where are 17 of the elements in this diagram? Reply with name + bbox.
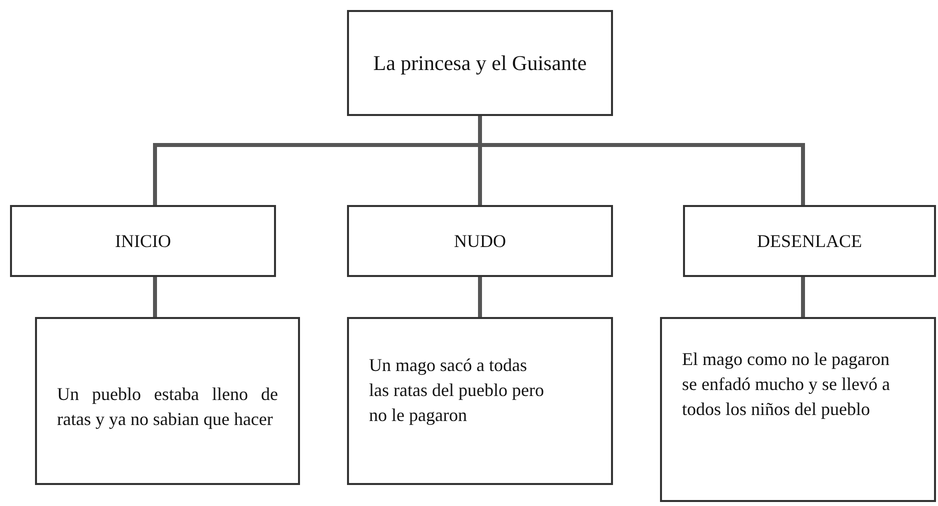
node-text: DESENLACE (757, 230, 862, 252)
connector-line (153, 277, 157, 317)
node-text: Un mago sacó a todas las ratas del pueblo pero no le pagaron (369, 354, 545, 428)
node-text: Un pueblo estaba lleno de ratas y ya no sabian que hacer (57, 383, 278, 432)
node-text: NUDO (454, 230, 506, 252)
description-box (660, 317, 936, 502)
description-box (35, 317, 300, 485)
section-box (683, 205, 936, 277)
title-box (347, 10, 613, 116)
connector-line (801, 277, 805, 317)
node-text: El mago como no le pagaron se enfadó mucho y se llevó a todos los niños del pueblo (682, 348, 891, 422)
section-box (347, 205, 613, 277)
section-box (10, 205, 276, 277)
node-text: INICIO (115, 230, 171, 252)
node-text: La princesa y el Guisante (373, 50, 587, 76)
connector-line (478, 277, 482, 317)
description-box (347, 317, 613, 485)
